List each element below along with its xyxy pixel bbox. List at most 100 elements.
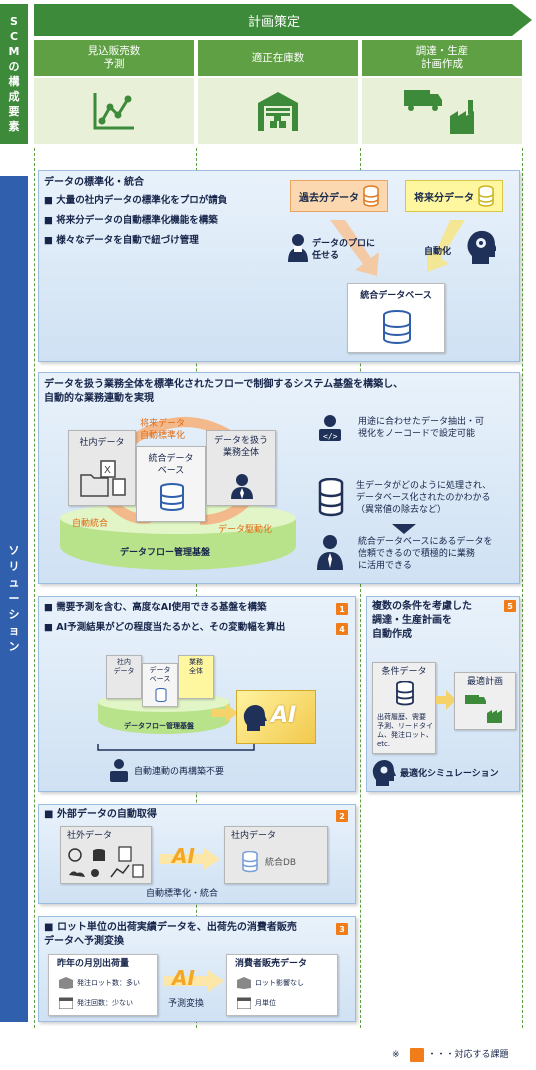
planning-title: 計画策定	[247, 14, 300, 30]
ai-arrow	[164, 970, 224, 992]
footnote-text: ・・・対応する課題	[427, 1050, 509, 1060]
mini-internal-card: 社内 データ	[106, 655, 142, 699]
business-person-icon	[231, 474, 253, 499]
footnote: ※ ・・・対応する課題	[392, 1048, 509, 1062]
panel3-bullet1: ■ 需要予測を含む、高度なAI使用できる基盤を構築	[44, 602, 267, 613]
column-guide	[196, 148, 197, 1028]
simulation-label: 最適化シミュレーション	[400, 769, 499, 779]
solution-label-char: ソ	[8, 544, 20, 557]
issue-legend-badge	[409, 1048, 424, 1062]
condition-data-label: 条件データ	[381, 667, 427, 677]
column-header-inventory: 適正在庫数	[198, 40, 358, 76]
ai-label: AI	[172, 844, 195, 868]
procurement-icon-cell	[362, 78, 522, 144]
ai-arrow	[160, 848, 220, 870]
data-professional-icon	[288, 234, 308, 262]
mini-db-card: データ ベース	[142, 663, 178, 707]
panel5-title: ■ 外部データの自動取得	[44, 809, 157, 820]
past-data-box: 過去分データ	[290, 180, 388, 212]
auto-label: 自動化	[424, 247, 452, 257]
issue-badge: 1	[336, 603, 348, 615]
auto-integration-label: 自動統合	[72, 519, 109, 529]
issue-badge: 3	[336, 923, 348, 935]
mini-internal-label: 社内 データ	[113, 658, 135, 675]
scm-label-char: の	[8, 60, 20, 73]
external-data-card: 社外データ	[60, 826, 152, 884]
panel6-title: ■ ロット単位の出荷実績データを、出荷先の消費者販売 データへ予測変換	[44, 922, 297, 947]
gear-head-icon	[467, 230, 496, 264]
bracket	[97, 744, 255, 751]
consumer-sales-title: 消費者販売データ	[235, 959, 308, 969]
mini-platform-label: データフロー管理基盤	[124, 722, 194, 730]
integrated-db-box: 統合データベース	[347, 283, 445, 353]
bullet-text: 需要予測を含む、高度なAI使用できる基盤を構築	[56, 602, 267, 613]
bullet-text: 大量の社内データの標準化をプロが請負	[56, 195, 228, 206]
forecast-icon-cell	[34, 78, 194, 144]
desc-trust: 統合データベースにあるデータを 信頼できるので積極的に業務 に活用できる	[358, 537, 493, 571]
panel2-title: データを扱う業務全体を標準化されたフローで制御するシステム基盤を構築し、 自動的…	[44, 379, 404, 404]
lot-count-label: 発注ロット数：多い	[77, 978, 140, 987]
database-icon	[363, 185, 379, 207]
optimal-plan-label: 最適計画	[466, 677, 503, 687]
integrated-db-label: 統合DB	[265, 858, 297, 868]
internal-data-label: 社内データ	[231, 831, 277, 841]
scm-label-char: 素	[8, 120, 20, 133]
database-icon	[155, 688, 167, 702]
database-icon	[318, 478, 344, 517]
order-row: 発注回数：少ない	[59, 997, 133, 1009]
internal-data-card: 社内データ X	[68, 430, 136, 506]
pro-label: データのプロに 任せる	[312, 239, 376, 261]
ai-block: AI	[236, 690, 316, 744]
database-icon	[396, 681, 414, 706]
panel5-title-text: 外部データの自動取得	[56, 809, 157, 820]
bullet-text: 様々なデータを自動で紐づけ管理	[56, 235, 199, 246]
truck-factory-icon	[404, 90, 474, 134]
external-data-label: 社外データ	[67, 831, 113, 841]
developer-icon: </>	[319, 415, 341, 441]
condition-data-card: 条件データ 出荷履歴、需要 予測、リードタイ ム、発注ロット、 etc.	[372, 662, 436, 754]
internal-data-label: 社内データ	[79, 438, 125, 448]
svg-text:X: X	[104, 465, 111, 476]
no-rebuild-label: 自動連動の再構築不要	[134, 767, 225, 777]
issue-badge: 4	[336, 623, 348, 635]
footnote-mark: ※	[392, 1050, 400, 1060]
business-person-icon	[317, 535, 343, 570]
future-auto-label: 将来データ 自動標準化	[140, 419, 186, 441]
order-count-label: 発注回数：少ない	[77, 998, 133, 1007]
platform-label: データフロー管理基盤	[120, 548, 211, 558]
last-year-title: 昨年の月別出荷量	[57, 959, 130, 969]
scm-label-char: M	[8, 45, 20, 58]
line-chart-icon	[93, 93, 134, 130]
panel1-title: データの標準化・統合	[44, 177, 144, 188]
column-guide	[522, 148, 523, 1028]
no-lot-effect-label: ロット影響なし	[255, 978, 304, 987]
box-icon	[59, 977, 73, 989]
lot-row: ロット影響なし	[237, 977, 304, 989]
internal-data-card: 社内データ 統合DB	[224, 826, 328, 884]
ai-label: AI	[172, 966, 195, 990]
database-icon	[160, 483, 184, 511]
solution-label: ソリューション	[0, 176, 28, 1022]
future-data-label: 将来分データ	[414, 192, 474, 204]
future-data-box: 将来分データ	[405, 180, 503, 212]
solution-label-char: ー	[8, 592, 20, 605]
inventory-icon-cell	[198, 78, 358, 144]
bullet-text: AI予測結果がどの程度当たるかと、その変動幅を算出	[56, 622, 286, 633]
scm-label-char: 成	[8, 90, 20, 103]
issue-badge: 5	[504, 600, 516, 612]
panel1-bullets: ■ 大量の社内データの標準化をプロが請負 ■ 将来分データの自動標準化機能を構築…	[44, 195, 228, 246]
business-label: データを扱う 業務全体	[213, 436, 268, 458]
solution-label-char: シ	[8, 608, 20, 621]
last-year-shipment-card: 昨年の月別出荷量 発注ロット数：多い 発注回数：少ない	[48, 954, 158, 1016]
issue-badge: 2	[336, 810, 348, 822]
column-header-procurement: 調達・生産 計画作成	[362, 40, 522, 76]
panel3-bullet2: ■ AI予測結果がどの程度当たるかと、その変動幅を算出	[44, 622, 286, 633]
mini-business-label: 業務 全体	[189, 658, 203, 675]
database-icon	[242, 851, 258, 873]
scm-label-char: S	[10, 15, 18, 28]
down-triangle-icon	[392, 524, 416, 534]
warehouse-icon	[258, 92, 298, 131]
calendar-icon	[59, 997, 73, 1009]
developer-icon	[110, 759, 128, 782]
